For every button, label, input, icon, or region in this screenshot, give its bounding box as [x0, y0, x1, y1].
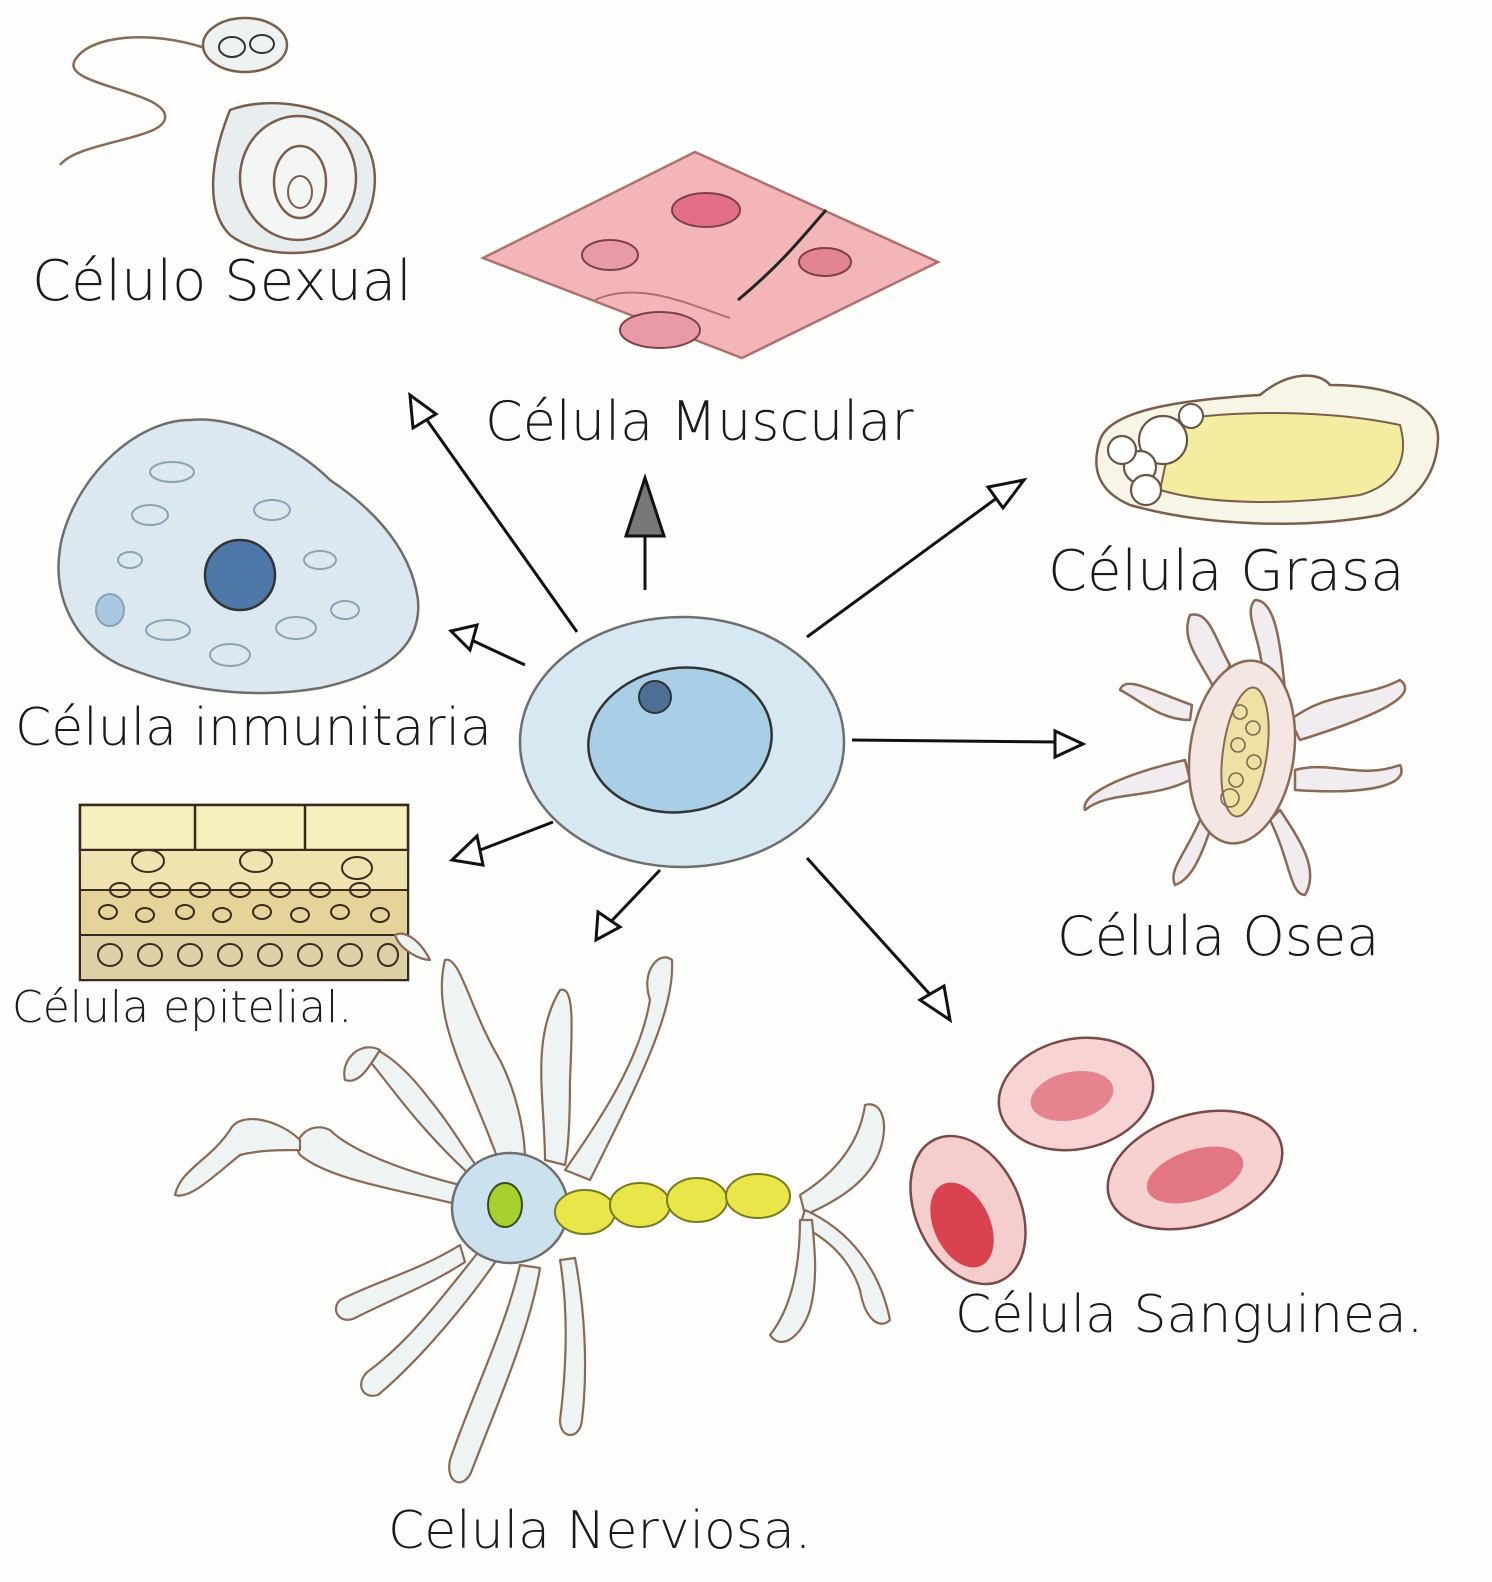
arrowhead-grasa	[988, 480, 1024, 508]
arrowhead-inmunitaria	[451, 625, 477, 650]
inmunitaria-cell-drawing	[59, 420, 419, 694]
label-osea: Célula Osea	[1057, 905, 1379, 968]
label-inmunitaria: Célula inmunitaria	[15, 698, 492, 758]
label-sanguinea: Célula Sanguinea.	[955, 1285, 1423, 1345]
arrow-to-sanguinea	[807, 858, 935, 1000]
arrow-to-osea	[852, 740, 1060, 742]
label-grasa: Célula Grasa	[1048, 539, 1405, 604]
arrowhead-sanguinea	[920, 986, 950, 1020]
arrow-to-grasa	[807, 492, 1005, 637]
muscular-cell-drawing	[483, 152, 938, 358]
central-cell	[520, 617, 844, 867]
label-sexual: Célulo Sexual	[32, 249, 412, 314]
arrowhead-osea	[1055, 731, 1083, 757]
label-nerviosa: Celula Nerviosa.	[388, 1501, 811, 1561]
arrow-to-epitelial	[475, 822, 553, 852]
label-muscular: Célula Muscular	[485, 390, 914, 453]
sexual-cell-drawing	[60, 18, 375, 253]
osea-cell-drawing	[1085, 600, 1406, 895]
arrowhead-sexual	[410, 395, 436, 428]
label-epitelial: Célula epitelial.	[12, 982, 352, 1033]
sanguinea-cell-drawing	[888, 1024, 1298, 1303]
arrowhead-muscular	[626, 478, 664, 536]
epitelial-cell-drawing	[80, 805, 408, 980]
grasa-cell-drawing	[1096, 376, 1438, 524]
arrowhead-epitelial	[452, 836, 483, 865]
